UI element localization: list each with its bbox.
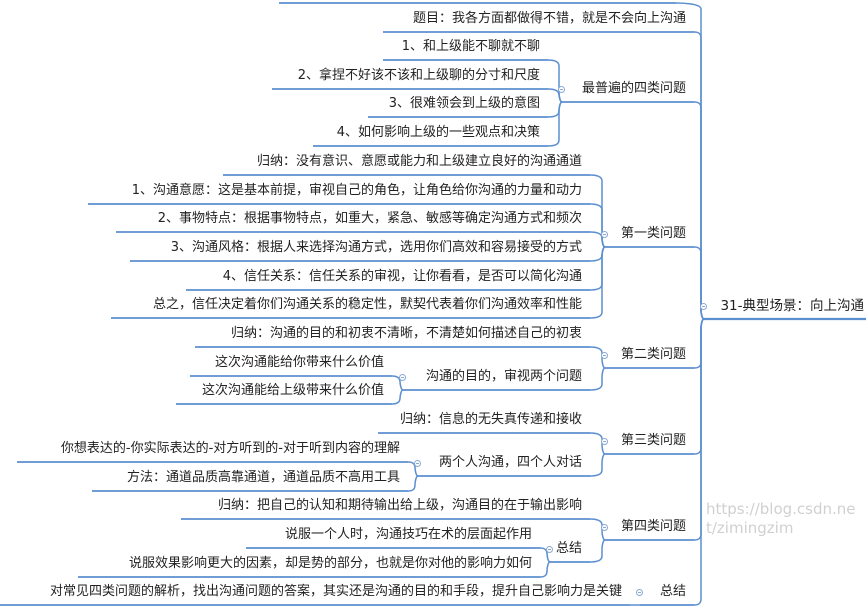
collapse-toggle-icon[interactable] xyxy=(399,374,406,381)
collapse-toggle-icon[interactable] xyxy=(601,524,608,531)
node-t4[interactable]: 第四类问题 xyxy=(620,519,686,534)
connector-sum xyxy=(693,318,705,606)
node-t3b1[interactable]: 你想表达的-你实际表达的-对方听到的-对于听到内容的理解 xyxy=(60,441,400,456)
node-t2a[interactable]: 归纳：沟通的目的和初衷不清晰，不清楚如何描述自己的初衷 xyxy=(230,326,582,341)
node-t2b2[interactable]: 这次沟通能给上级带来什么价值 xyxy=(201,383,384,398)
connector-t3b xyxy=(589,453,606,477)
node-sum[interactable]: 总结 xyxy=(659,584,686,599)
node-t1d[interactable]: 3、沟通风格：根据人来选择沟通方式，选用你们高效和容易接受的方式 xyxy=(170,240,582,255)
collapse-toggle-icon[interactable] xyxy=(601,231,608,238)
node-t1c[interactable]: 2、事物特点：根据事物特点，如重大，紧急、敏感等确定沟通方式和频次 xyxy=(157,211,582,226)
connector-t2 xyxy=(693,318,705,369)
collapse-toggle-icon[interactable] xyxy=(601,438,608,445)
connector-t1 xyxy=(693,246,705,320)
node-t4b[interactable]: 总结 xyxy=(555,541,582,556)
connector-t3b1 xyxy=(407,461,419,477)
node-t2b1[interactable]: 这次沟通能给你带来什么价值 xyxy=(214,355,384,370)
node-t3[interactable]: 第三类问题 xyxy=(620,433,686,448)
node-t3b2[interactable]: 方法：通道品质高靠通道，通道品质不高用工具 xyxy=(126,470,400,485)
connector-t4b xyxy=(589,539,606,563)
node-t4b1[interactable]: 说服一个人时，沟通技巧在术的层面起作用 xyxy=(284,527,532,542)
connector-t4 xyxy=(693,318,705,541)
node-c4[interactable]: 4、如何影响上级的一些观点和决策 xyxy=(336,125,540,140)
connector-c2 xyxy=(547,88,563,103)
node-common[interactable]: 最普遍的四类问题 xyxy=(581,81,686,96)
node-c2[interactable]: 2、拿捏不好该不该和上级聊的分寸和尺度 xyxy=(297,68,540,83)
connector-c4 xyxy=(547,101,563,147)
connector-t1f xyxy=(589,246,606,319)
collapse-toggle-icon[interactable] xyxy=(414,460,421,467)
node-c1[interactable]: 1、和上级能不聊就不聊 xyxy=(401,39,540,54)
node-t3a[interactable]: 归纳：信息的无失真传递和接收 xyxy=(399,412,582,427)
connector-t2b1 xyxy=(391,375,404,391)
connector-t3 xyxy=(693,318,705,455)
connector-t2b xyxy=(589,367,606,391)
node-sum1[interactable]: 对常见四类问题的解析，找出沟通问题的答案，其实还是沟通的目的和手段，提升自己影响… xyxy=(49,584,622,599)
node-t1b[interactable]: 1、沟通意愿：这是基本前提，审视自己的角色，让角色给你沟通的力量和动力 xyxy=(131,183,582,198)
node-t4a[interactable]: 归纳：把自己的认知和期待输出给上级，沟通目的在于输出影响 xyxy=(217,498,582,513)
connector-title xyxy=(693,31,705,320)
collapse-toggle-icon[interactable] xyxy=(601,352,608,359)
connector-t2b2 xyxy=(391,389,404,405)
node-t1f[interactable]: 总之，信任决定着你们沟通关系的稳定性，默契代表着你们沟通效率和性能 xyxy=(152,297,582,312)
connector-t1c xyxy=(589,231,606,248)
collapse-toggle-icon[interactable] xyxy=(558,86,565,93)
connector-t4b2 xyxy=(539,561,551,578)
node-t1[interactable]: 第一类问题 xyxy=(620,226,686,241)
node-t2[interactable]: 第二类问题 xyxy=(620,347,686,362)
collapse-toggle-icon[interactable] xyxy=(636,589,643,596)
connector-common xyxy=(693,101,705,320)
collapse-toggle-icon[interactable] xyxy=(546,546,553,553)
node-t2b[interactable]: 沟通的目的，审视两个问题 xyxy=(425,369,582,384)
node-t1a[interactable]: 归纳：没有意识、意愿或能力和上级建立良好的沟通通道 xyxy=(256,154,582,169)
node-c3[interactable]: 3、很难领会到上级的意图 xyxy=(388,96,540,111)
node-title[interactable]: 题目：我各方面都做得不错，就是不会向上沟通 xyxy=(412,11,686,26)
collapse-toggle-icon[interactable] xyxy=(700,303,707,310)
watermark: https://blog.csdn.net/zimingzim xyxy=(706,500,856,537)
node-t4b2[interactable]: 说服效果影响更大的因素，却是势的部分，也就是你对他的影响力如何 xyxy=(128,556,532,571)
connector-t3b2 xyxy=(407,475,419,492)
connector-t4b1 xyxy=(539,547,551,563)
node-t1e[interactable]: 4、信任关系：信任关系的审视，让你看看，是否可以简化沟通 xyxy=(222,269,582,284)
node-t3b[interactable]: 两个人沟通，四个人对话 xyxy=(438,455,582,470)
connector-top xyxy=(675,2,705,320)
node-root[interactable]: 31-典型场景：向上沟通 xyxy=(720,298,864,314)
